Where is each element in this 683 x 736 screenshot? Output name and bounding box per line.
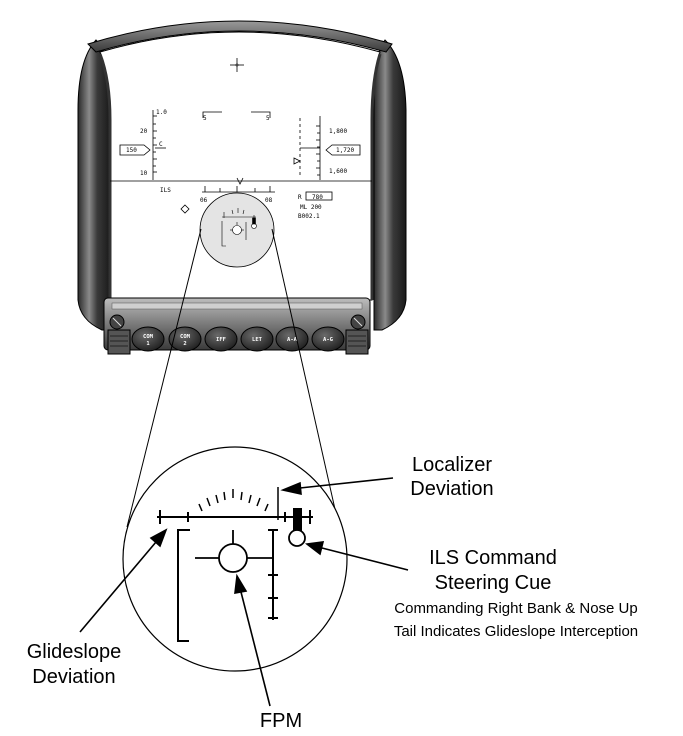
radar-alt-box <box>305 191 333 201</box>
ml-label: ML 200 <box>300 204 322 211</box>
bank-ticks <box>198 489 269 512</box>
ils-label-line1: ILS Command <box>429 547 557 569</box>
button-a-a[interactable]: A-A <box>275 326 309 352</box>
boresight-cross-icon <box>230 58 244 72</box>
hud-symbology <box>110 58 372 214</box>
glideslope-bracket <box>177 529 190 642</box>
alt-tick-1600: 1,600 <box>329 168 347 175</box>
hud-housing: COM 1 COM 2 IFF LET A-A A-G <box>77 20 407 355</box>
button-let-label: LET <box>252 337 263 343</box>
top-arch <box>87 20 393 53</box>
fpm-label: FPM <box>260 710 302 732</box>
button-let[interactable]: LET <box>240 326 274 352</box>
left-knob-icon[interactable] <box>107 314 131 355</box>
ils-sub-line1: Commanding Right Bank & Nose Up <box>394 600 637 617</box>
button-com2-sub: 2 <box>183 341 186 347</box>
magnification-lines <box>126 228 340 528</box>
speed-tick-20: 20 <box>140 128 148 135</box>
speed-tick-10: 10 <box>140 170 148 177</box>
pitch-label-top: 1.0 <box>156 109 167 116</box>
ils-label-line2: Steering Cue <box>435 572 552 594</box>
speed-c-label: C <box>159 141 163 148</box>
hud-readouts: 1.0 20 10 C 150 5 5 1,800 1,600 1,720 IL… <box>126 109 354 220</box>
nose-mark-icon <box>236 177 244 185</box>
scale-left-label: 06 <box>200 197 208 204</box>
flight-path-marker-icon <box>195 530 272 573</box>
callout-arrows <box>79 477 409 707</box>
heading-left-value: 5 <box>203 115 207 122</box>
hud-zoom-region <box>199 192 275 268</box>
heading-right-value: 5 <box>266 115 270 122</box>
right-knob-icon[interactable] <box>345 314 369 355</box>
button-com1[interactable]: COM 1 <box>131 326 165 352</box>
magnified-view <box>122 446 348 672</box>
right-frame-post <box>373 39 407 331</box>
radar-alt-value: 780 <box>312 194 323 201</box>
button-com2-label: COM <box>180 334 191 340</box>
button-com2[interactable]: COM 2 <box>168 326 202 352</box>
button-iff-label: IFF <box>216 337 226 343</box>
heading-scale <box>202 186 275 193</box>
callout-labels: Localizer Deviation ILS Command Steering… <box>27 454 638 732</box>
ils-steering-cue-icon <box>288 508 306 547</box>
ils-sub-line2: Tail Indicates Glideslope Interception <box>394 623 638 640</box>
pitch-ladder-right <box>251 111 271 118</box>
localizer-label-line1: Localizer <box>412 454 492 476</box>
altitude-scale <box>299 116 321 180</box>
scale-right-label: 08 <box>265 197 273 204</box>
altitude-box <box>325 144 361 156</box>
button-a-a-label: A-A <box>287 337 298 343</box>
button-com1-label: COM <box>143 334 154 340</box>
diamond-marker-icon <box>180 204 190 214</box>
airspeed-value: 150 <box>126 147 137 154</box>
pitch-ladder-left <box>202 111 222 118</box>
localizer-label-line2: Deviation <box>410 478 493 500</box>
button-a-g[interactable]: A-G <box>311 326 345 352</box>
altitude-value: 1,720 <box>336 147 354 154</box>
airspeed-box <box>119 144 151 156</box>
button-a-g-label: A-G <box>323 337 334 343</box>
airspeed-scale <box>152 110 166 180</box>
glideslope-label-line2: Deviation <box>32 666 115 688</box>
button-iff[interactable]: IFF <box>204 326 238 352</box>
waypoint-label: B002.1 <box>298 213 320 220</box>
alt-tick-1800: 1,800 <box>329 128 347 135</box>
ils-label: ILS <box>160 187 171 194</box>
radar-r-label: R <box>298 194 302 201</box>
left-frame-post <box>77 39 111 331</box>
glideslope-label-line1: Glideslope <box>27 641 122 663</box>
button-com1-sub: 1 <box>146 341 150 347</box>
velocity-caret-icon <box>293 157 301 165</box>
